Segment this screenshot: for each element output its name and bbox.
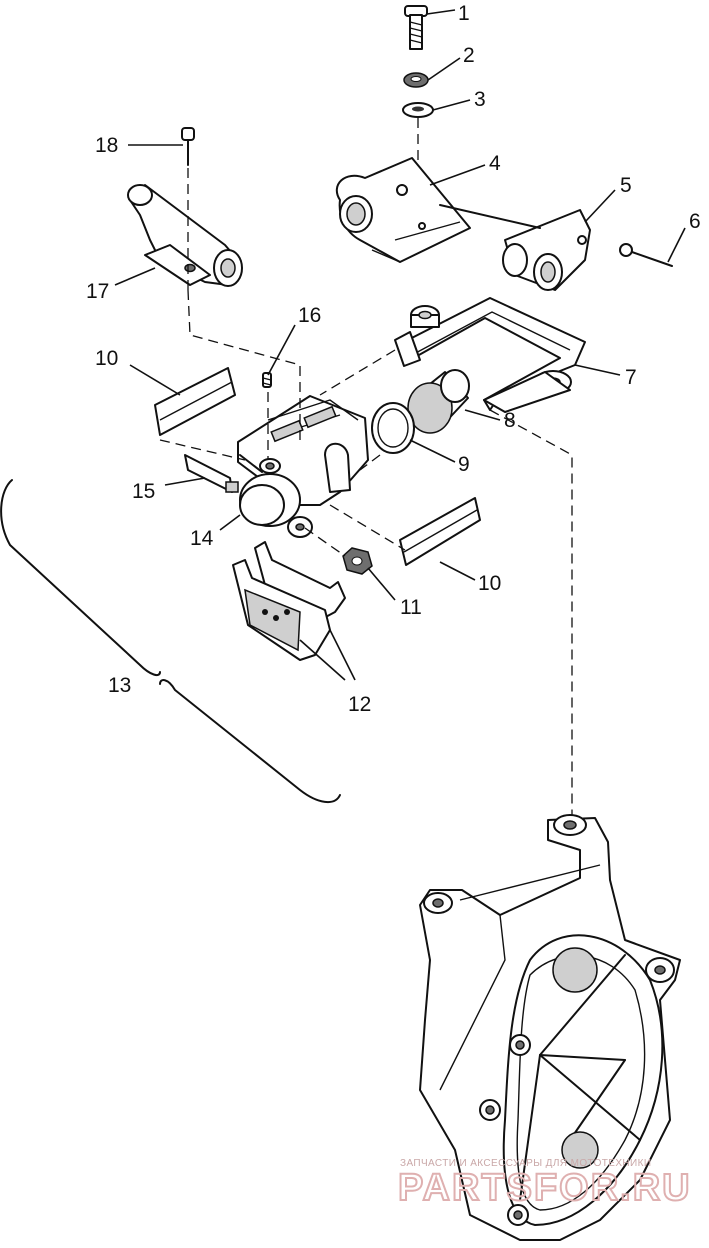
callout-16: 16 [298,304,321,327]
callout-2: 2 [463,44,475,67]
assembly-line-frame-body [319,349,396,396]
part-4-bracket [335,157,471,263]
part-14-cylinder-cap [239,473,313,538]
callout-4: 4 [489,152,501,175]
part-18-long-bolt [181,127,195,290]
assembly-line-shim-upper [159,439,246,461]
callout-18: 18 [95,134,118,157]
bracket-link-line [439,204,541,229]
assembly-line-frame-chaincase [489,409,573,820]
callout-7: 7 [625,366,637,389]
part-16-small-screw [262,372,272,388]
callout-8: 8 [504,409,516,432]
watermark: ЗАПЧАСТИ И АКСЕССУАРЫ ДЛЯ МОТОТЕХНИКИ PA… [397,1158,692,1210]
callout-3: 3 [474,88,486,111]
part-10-shim-upper [154,367,236,436]
assembly-line-shim-lower [329,504,406,551]
part-17-pivot-housing [127,184,243,287]
chaincase-housing [419,814,681,1241]
assembly-line-17-body [187,289,301,440]
callout-13: 13 [108,674,131,697]
part-12-brake-pads [232,541,346,661]
part-6-screw [619,243,673,267]
part-11-nut [342,547,373,575]
callout-1: 1 [458,2,470,25]
part-3-flat-washer [402,102,434,118]
assembly-13-brace [0,479,341,803]
callout-10-upper: 10 [95,347,118,370]
watermark-caption: ЗАПЧАСТИ И АКСЕССУАРЫ ДЛЯ МОТОТЕХНИКИ [400,1158,651,1169]
part-2-lock-washer [403,72,429,88]
callouts: 1 2 3 4 5 6 7 8 9 10 10 11 12 13 14 15 1… [86,2,701,716]
part-8-piston [407,369,470,434]
assembly-line-body-nut [304,527,346,557]
callout-10-lower: 10 [478,572,501,595]
callout-17: 17 [86,280,109,303]
callout-5: 5 [620,174,632,197]
part-5-pivot-tube [502,209,591,291]
callout-12: 12 [348,693,371,716]
callout-9: 9 [458,453,470,476]
assembly-line-ring-body [359,454,381,471]
part-15-bleeder [184,454,239,493]
part-10-shim-lower [399,497,481,566]
callout-15: 15 [132,480,155,503]
part-1-bolt [404,5,428,50]
callout-6: 6 [689,210,701,233]
leader-lines [114,9,686,681]
part-9-seal-ring [371,402,415,454]
watermark-site: PARTSFOR.RU [398,1167,692,1209]
callout-14: 14 [190,527,214,550]
callout-11: 11 [400,596,422,619]
